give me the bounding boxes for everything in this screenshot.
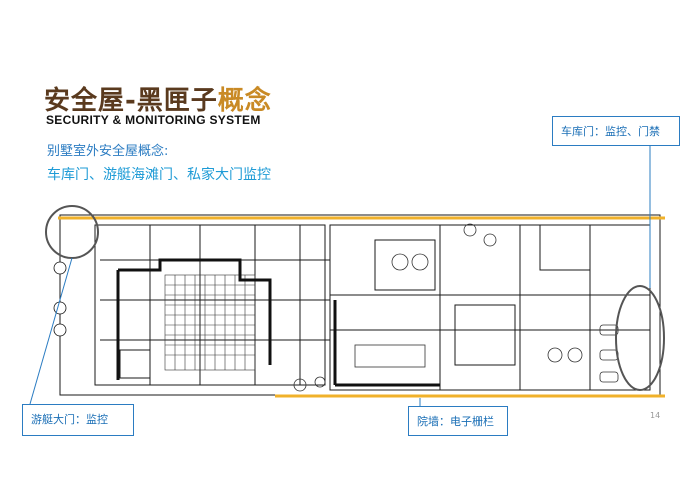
intro-text: 别墅室外安全屋概念: — [47, 144, 169, 159]
page-number: 14 — [650, 411, 661, 420]
thick-walls — [116, 258, 440, 387]
leader-lines — [29, 146, 651, 406]
perimeter-wall-highlight — [58, 216, 665, 398]
garage-door-callout: 车库门：监控、门禁 — [552, 116, 680, 146]
yacht-gate-callout: 游艇大门：监控 — [22, 404, 134, 436]
page-subtitle: SECURITY & MONITORING SYSTEM — [46, 113, 261, 127]
garage-door-marker — [615, 285, 665, 391]
site-outline — [59, 214, 661, 396]
title-accent: 概念 — [217, 86, 272, 116]
title-main: 安全屋-黑匣子 — [44, 86, 218, 116]
hatched-area — [164, 274, 256, 371]
furniture — [293, 223, 619, 392]
page-title: 安全屋-黑匣子概念 — [44, 80, 272, 117]
monitoring-points-text: 车库门、游艇海滩门、私家大门监控 — [47, 167, 271, 183]
courtyard-wall-callout: 院墙：电子栅栏 — [408, 406, 508, 436]
axis-markers — [53, 261, 67, 337]
yacht-gate-marker — [45, 205, 99, 259]
